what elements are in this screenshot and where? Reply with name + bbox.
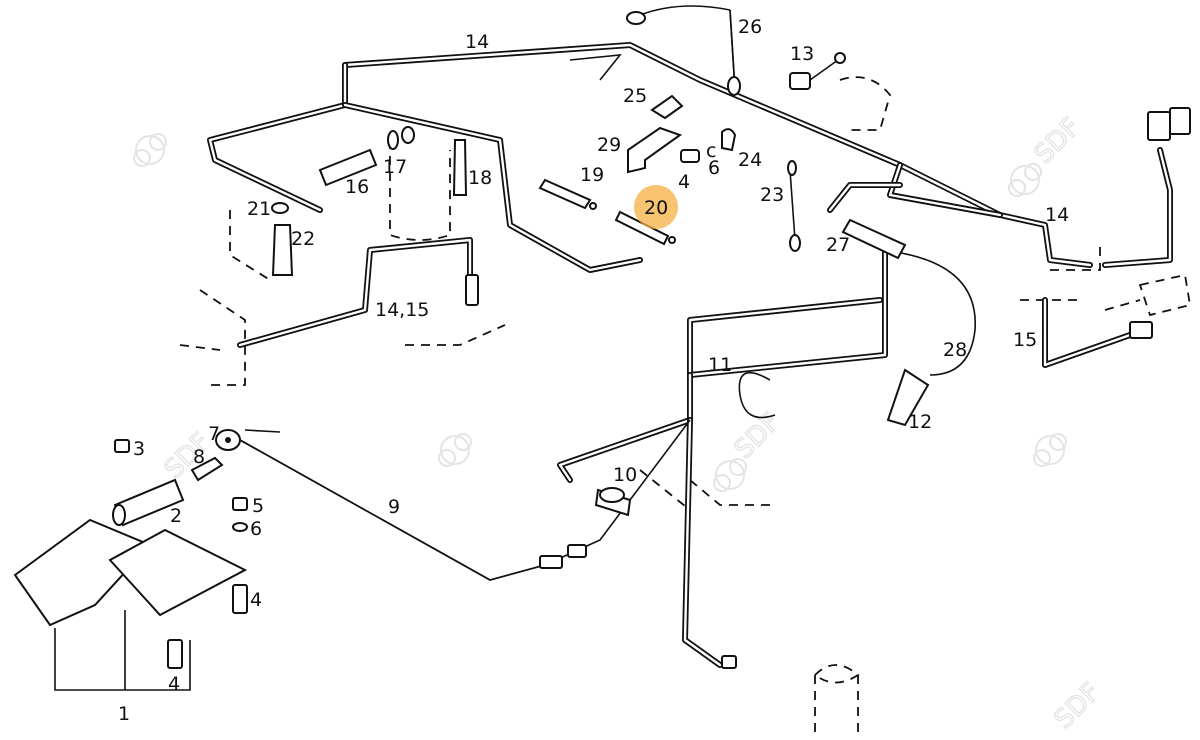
part-1-bracket — [13, 518, 248, 691]
watermark-logo — [713, 458, 747, 492]
callout-22[interactable]: 22 — [291, 228, 315, 250]
part-7-grommet — [215, 429, 241, 451]
callout-24[interactable]: 24 — [738, 149, 762, 171]
part-4-bolt — [680, 149, 700, 163]
part-23-ground-strap — [787, 160, 801, 252]
part-25-clip — [650, 94, 684, 120]
watermark-logo — [1033, 433, 1067, 467]
callout-2[interactable]: 2 — [170, 505, 182, 527]
highlight-marker — [634, 185, 678, 229]
parts — [13, 11, 1192, 691]
part-24-clamp — [721, 128, 737, 152]
part-18-sender — [452, 139, 468, 196]
watermark-text: SDF — [1049, 677, 1107, 735]
callout-12[interactable]: 12 — [908, 411, 932, 433]
callout-28[interactable]: 28 — [943, 339, 967, 361]
callout-13[interactable]: 13 — [790, 43, 814, 65]
part-connector-block — [1147, 107, 1191, 141]
callout-8[interactable]: 8 — [193, 446, 205, 468]
callout-3[interactable]: 3 — [133, 438, 145, 460]
callout-19[interactable]: 19 — [580, 164, 604, 186]
callout-21[interactable]: 21 — [247, 198, 271, 220]
callout-6[interactable]: 6 — [250, 518, 262, 540]
callout-6[interactable]: 6 — [708, 157, 720, 179]
callout-4[interactable]: 4 — [678, 171, 690, 193]
callout-15[interactable]: 15 — [1013, 329, 1037, 351]
part-19-sensor — [538, 178, 597, 210]
part-connector-15 — [1129, 273, 1192, 339]
callout-1[interactable]: 1 — [118, 703, 130, 725]
part-14-15-connector — [465, 274, 479, 306]
callout-4[interactable]: 4 — [250, 589, 262, 611]
part-9-connector — [539, 544, 587, 569]
callout-18[interactable]: 18 — [468, 167, 492, 189]
part-10-switch — [594, 487, 632, 517]
part-17-washer — [387, 126, 415, 150]
callout-14[interactable]: 14 — [1045, 204, 1069, 226]
part-29-bracket — [627, 126, 683, 174]
callout-29[interactable]: 29 — [597, 134, 621, 156]
part-16-switch — [318, 148, 378, 187]
part-bottom-plug — [721, 655, 737, 669]
part-8-terminal — [190, 456, 224, 482]
wiring-harness-14 — [207, 42, 1173, 273]
callout-17[interactable]: 17 — [383, 156, 407, 178]
thin-wires — [239, 5, 976, 581]
callout-5[interactable]: 5 — [252, 495, 264, 517]
part-11-clamp — [738, 371, 776, 419]
part-4-bolt-lower — [167, 639, 183, 669]
part-13-connector — [789, 52, 846, 90]
callout-23[interactable]: 23 — [760, 184, 784, 206]
part-6-washer — [232, 522, 248, 532]
part-21-washer — [271, 202, 289, 214]
part-4-bolt-right — [232, 584, 248, 614]
callout-7[interactable]: 7 — [208, 423, 220, 445]
callout-c[interactable]: c — [706, 140, 716, 162]
callout-10[interactable]: 10 — [613, 464, 637, 486]
watermark-logo — [1008, 163, 1042, 197]
watermark-logo — [133, 133, 167, 167]
part-2-switch — [112, 478, 185, 527]
watermark-logo — [438, 433, 472, 467]
callout-20[interactable]: 20 — [644, 197, 668, 219]
part-27-sensor — [841, 218, 907, 260]
callout-4[interactable]: 4 — [168, 673, 180, 695]
part-12-sensor — [886, 368, 930, 427]
reference-outlines — [179, 76, 1141, 735]
callout-14-15[interactable]: 14,15 — [375, 299, 429, 321]
callout-11[interactable]: 11 — [708, 354, 732, 376]
callout-labels: 1 2 3 4 4 4 5 6 6 7 8 9 10 11 12 13 14 1… — [118, 16, 1069, 725]
callout-25[interactable]: 25 — [623, 85, 647, 107]
part-5-nut — [232, 497, 248, 511]
callout-9[interactable]: 9 — [388, 496, 400, 518]
wiring-harness-15 — [237, 237, 1133, 668]
watermark-text: SDF — [1029, 112, 1087, 170]
part-22-switch — [271, 224, 294, 276]
callout-27[interactable]: 27 — [826, 234, 850, 256]
callout-26[interactable]: 26 — [738, 16, 762, 38]
part-3-nut — [114, 439, 130, 453]
watermark-text: SDF — [729, 407, 787, 465]
callout-16[interactable]: 16 — [345, 176, 369, 198]
callout-14[interactable]: 14 — [465, 31, 489, 53]
part-26-battery-cable — [626, 11, 741, 96]
